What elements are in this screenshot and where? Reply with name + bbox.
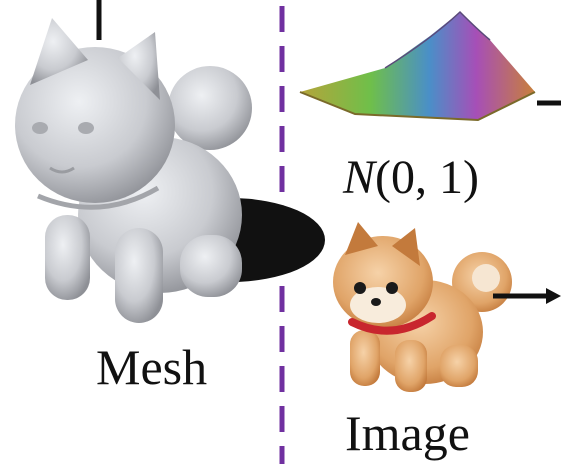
gaussian-surface-icon (299, 10, 536, 122)
mesh-head (15, 47, 175, 203)
dog-eye-left (354, 282, 366, 294)
noise-args: (0, 1) (375, 151, 479, 204)
dog-ear-left (345, 222, 378, 255)
dog-front-leg-left (350, 330, 380, 386)
dog-hind-leg (440, 345, 478, 387)
mesh-eye-left (32, 122, 48, 134)
mesh-collar (37, 185, 160, 210)
dog-nose (371, 298, 381, 306)
noise-distribution-label: N(0, 1) (343, 148, 479, 208)
image-label: Image (345, 405, 470, 461)
gaussian-ridge (384, 10, 491, 69)
mesh-mouth (49, 166, 75, 174)
mesh-ear-right (118, 32, 160, 100)
noise-symbol: N (343, 151, 376, 204)
mesh-hind-leg (180, 235, 242, 297)
dog-eye-right (386, 282, 398, 294)
cat-mesh-icon (15, 18, 325, 323)
mesh-eye-right (78, 122, 94, 134)
gaussian-surface-edge (299, 91, 536, 122)
dog-front-leg-right (395, 340, 427, 392)
shiba-dog-icon (333, 222, 512, 392)
gaussian-surface (300, 12, 535, 120)
dog-collar (348, 312, 436, 335)
output-arrow (493, 288, 561, 304)
dog-ear-right (392, 228, 420, 266)
output-arrow-head-icon (546, 288, 561, 304)
dog-tail-tip (472, 264, 500, 292)
mesh-tail (168, 66, 252, 150)
mesh-ear-left (30, 18, 88, 85)
mesh-label: Mesh (96, 339, 208, 395)
mesh-front-leg-left (45, 215, 90, 300)
mesh-front-leg-right (115, 228, 163, 323)
